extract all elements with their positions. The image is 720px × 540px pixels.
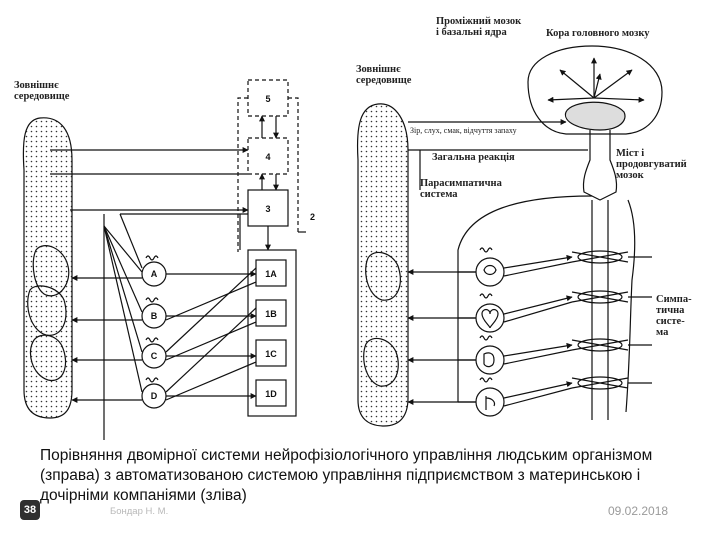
senses-label: Зір, слух, смак, відчуття запаху bbox=[410, 126, 517, 135]
right-environment-label: Зовнішнє середовище bbox=[356, 64, 412, 86]
circle-c-label: C bbox=[151, 351, 158, 361]
ganglion-1 bbox=[571, 250, 629, 264]
footer-date: 09.02.2018 bbox=[608, 504, 669, 518]
sympathetic-chain bbox=[625, 199, 636, 413]
neuro-management-diagram: 5 4 3 1A 1B 1C 1D A B C D 2 bbox=[22, 45, 663, 440]
ganglion-3 bbox=[571, 338, 629, 352]
organ-bladder bbox=[475, 387, 505, 417]
box-1d-label: 1D bbox=[265, 389, 277, 399]
subsidiaries-frame bbox=[247, 249, 297, 417]
brain-cortex bbox=[527, 45, 663, 135]
left-organism-shape bbox=[22, 117, 73, 419]
feedback-dashed-loop bbox=[237, 97, 299, 252]
parasympathetic-path bbox=[457, 195, 593, 402]
box-1b-label: 1B bbox=[265, 309, 277, 319]
box-3-label: 3 bbox=[265, 204, 270, 214]
spinal-cord bbox=[591, 200, 609, 420]
brain-stem bbox=[582, 130, 618, 201]
slide-caption: Порівняння двомірної системи нейрофізіол… bbox=[40, 447, 653, 504]
circle-d-label: D bbox=[151, 391, 158, 401]
box-4 bbox=[247, 137, 289, 175]
box-4-label: 4 bbox=[265, 152, 270, 162]
box-1a-label: 1A bbox=[265, 269, 277, 279]
sympathetic-label: Симпа- тична систе- ма bbox=[656, 294, 692, 338]
footer-author: Бондар Н. М. bbox=[110, 506, 169, 517]
ganglion-2 bbox=[571, 290, 629, 304]
organ-eye bbox=[475, 257, 505, 287]
brain-inner bbox=[564, 101, 626, 131]
slide-number-badge: 38 bbox=[20, 500, 40, 520]
cortex-label: Кора головного мозку bbox=[546, 28, 650, 39]
left-organ-contour-2 bbox=[27, 285, 67, 336]
circle-b-label: B bbox=[151, 311, 158, 321]
left-organ-contour-1 bbox=[32, 245, 70, 297]
bridge-label: Міст і продовгуватий мозок bbox=[616, 148, 687, 181]
parasympathetic-label: Парасимпатична система bbox=[420, 178, 502, 200]
diencephalon-label: Проміжний мозок і базальні ядра bbox=[436, 16, 522, 38]
left-environment-label: Зовнішнє середовище bbox=[14, 80, 70, 102]
general-reaction-label: Загальна реакція bbox=[432, 152, 515, 163]
left-organ-contour-3 bbox=[29, 334, 67, 382]
right-organ-contour-2 bbox=[363, 337, 399, 387]
side-number: 2 bbox=[310, 212, 315, 222]
box-5-label: 5 bbox=[265, 94, 270, 104]
ganglion-4 bbox=[571, 376, 629, 390]
organ-kidney bbox=[475, 345, 505, 375]
left-diagram bbox=[22, 79, 306, 440]
box-1c-label: 1C bbox=[265, 349, 277, 359]
right-organ-contour-1 bbox=[365, 251, 401, 301]
right-organism-shape bbox=[356, 103, 409, 427]
circle-a-label: A bbox=[151, 269, 158, 279]
right-diagram bbox=[356, 45, 663, 427]
